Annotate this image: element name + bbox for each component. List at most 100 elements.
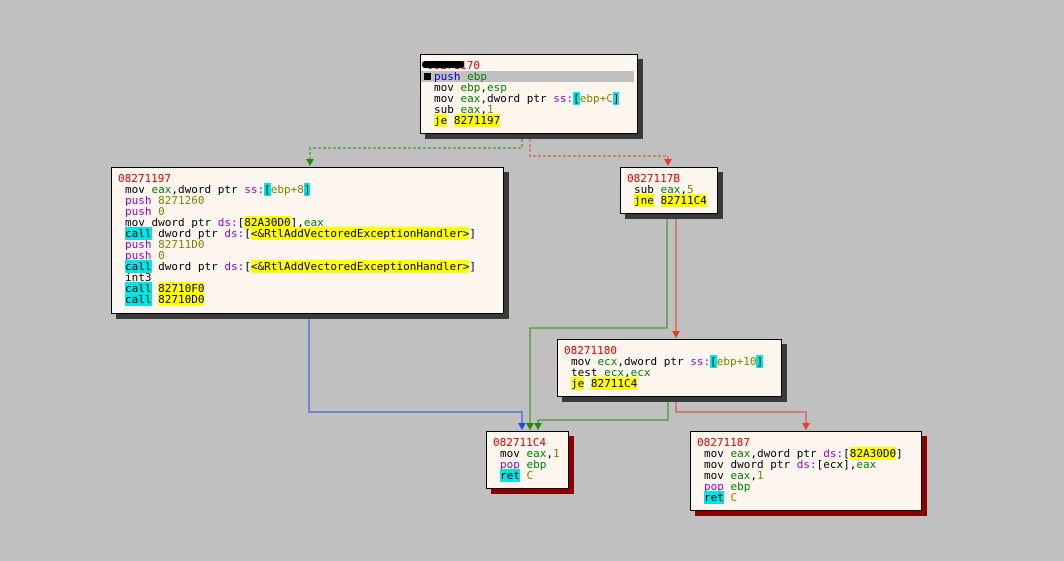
instruction-line[interactable]: mov eax,dword ptr ss:[ebp+8] — [112, 183, 503, 196]
mnemonic: call — [125, 227, 152, 240]
instruction-line[interactable]: test ecx,ecx — [558, 367, 781, 378]
edge-b1-to-b2 — [309, 134, 523, 166]
instruction-line[interactable]: push 0 — [112, 206, 503, 217]
instruction-line[interactable]: ret C — [487, 469, 568, 482]
operand: ds: — [796, 458, 817, 471]
instruction-line[interactable]: pop ebp — [487, 459, 568, 470]
operand: dword ptr — [158, 227, 225, 240]
instruction-line[interactable]: call 82710D0 — [112, 293, 503, 306]
block-address: 082711C4 — [493, 436, 546, 449]
operand: ], — [290, 216, 304, 229]
instruction-line[interactable]: mov ecx,dword ptr ss:[ebp+10] — [558, 355, 781, 368]
instruction-line[interactable]: push 8271260 — [112, 195, 503, 206]
operand: ecx — [604, 366, 624, 379]
instruction-line[interactable]: mov eax,dword ptr ds:[82A30D0] — [691, 447, 921, 460]
instruction-line[interactable]: pop ebp — [691, 481, 921, 492]
edge-b4-to-b5-arrowhead — [534, 423, 542, 430]
operand: [ — [244, 260, 251, 273]
instruction-line[interactable]: call dword ptr ds:[<&RtlAddVectoredExcep… — [112, 227, 503, 240]
instruction-line[interactable]: push 0 — [112, 250, 503, 261]
mnemonic: mov — [704, 458, 724, 471]
mnemonic: call — [125, 293, 152, 306]
operand: ] — [303, 183, 311, 196]
mnemonic: push — [434, 70, 461, 83]
operand: [ecx], — [816, 458, 857, 471]
operand: eax — [151, 183, 172, 196]
operand: eax — [303, 216, 324, 229]
instruction-line[interactable]: mov ebp,esp — [421, 82, 637, 93]
operand: 1 — [487, 103, 494, 116]
mnemonic: push — [125, 249, 152, 262]
edge-b1-to-b2-arrowhead — [306, 159, 314, 166]
instruction-line[interactable]: call dword ptr ds:[<&RtlAddVectoredExcep… — [112, 260, 503, 273]
mnemonic: call — [125, 282, 152, 295]
edge-b4-to-b6-arrowhead — [802, 423, 810, 430]
operand: ,dword ptr — [750, 447, 824, 460]
edge-b3-to-b4-arrowhead — [672, 331, 680, 338]
mnemonic: pop — [704, 480, 724, 493]
instruction-line[interactable]: sub eax,5 — [621, 184, 717, 195]
operand: eax — [730, 469, 751, 482]
mnemonic: ret — [704, 491, 724, 504]
operand: ] — [756, 355, 764, 368]
operand: [ — [244, 227, 251, 240]
instruction-line[interactable]: push 82711D0 — [112, 239, 503, 250]
operand: [ — [264, 183, 271, 196]
instruction-line[interactable]: call 82710F0 — [112, 282, 503, 295]
instruction-line[interactable]: ret C — [691, 491, 921, 504]
instruction-line[interactable]: je 8271197 — [421, 114, 637, 127]
edge-b1-to-b3-arrowhead — [664, 159, 672, 166]
operand: , — [680, 183, 687, 196]
operand: 0 — [158, 205, 165, 218]
instruction-line[interactable]: mov eax,dword ptr ss:[ebp+C] — [421, 92, 637, 105]
operand: 8271197 — [453, 114, 501, 127]
operand: eax — [730, 447, 751, 460]
operand: ,dword ptr — [617, 355, 691, 368]
instruction-line[interactable]: push ebp — [421, 71, 634, 82]
instruction-line[interactable]: mov dword ptr ds:[ecx],eax — [691, 459, 921, 470]
edge-b2-to-b5-arrowhead — [518, 423, 526, 430]
mnemonic: sub — [434, 103, 454, 116]
instruction-line[interactable]: int3 — [112, 272, 503, 283]
operand: eax — [526, 447, 547, 460]
instruction-line[interactable]: sub eax,1 — [421, 104, 637, 115]
mnemonic: int3 — [125, 271, 152, 284]
mnemonic: ret — [500, 469, 520, 482]
instruction-line[interactable]: mov dword ptr ds:[82A30D0],eax — [112, 216, 503, 229]
operand: ecx — [630, 366, 651, 379]
edge-b3-to-b5-arrowhead — [526, 423, 534, 430]
operand: ds: — [217, 216, 238, 229]
operand: 82711D0 — [158, 238, 205, 251]
instruction-line[interactable]: je 82711C4 — [558, 377, 781, 390]
operand: [ — [710, 355, 717, 368]
operand: ebp — [460, 81, 481, 94]
mnemonic: push — [125, 205, 152, 218]
edge-b3-to-b5 — [529, 214, 668, 430]
operand: eax — [856, 458, 877, 471]
mnemonic: mov — [500, 447, 520, 460]
edge-b4-to-b6 — [675, 397, 807, 430]
operand: ] — [612, 92, 620, 105]
operand: 82711C4 — [590, 377, 638, 390]
instruction-line[interactable]: mov eax,1 — [691, 470, 921, 481]
operand: ] — [469, 227, 477, 240]
operand: C — [730, 491, 738, 504]
block-address: 08271187 — [697, 436, 750, 449]
instruction-line[interactable]: mov eax,1 — [487, 448, 568, 459]
operand: [ — [237, 216, 245, 229]
operand: 82A30D0 — [849, 447, 897, 460]
mnemonic: jne — [634, 194, 654, 207]
operand: dword ptr — [158, 260, 225, 273]
operand: 5 — [687, 183, 694, 196]
operand: ds: — [224, 227, 245, 240]
operand: ss: — [690, 355, 711, 368]
operand: ebp+8 — [270, 183, 304, 196]
instruction-line[interactable]: jne 82711C4 — [621, 194, 717, 207]
